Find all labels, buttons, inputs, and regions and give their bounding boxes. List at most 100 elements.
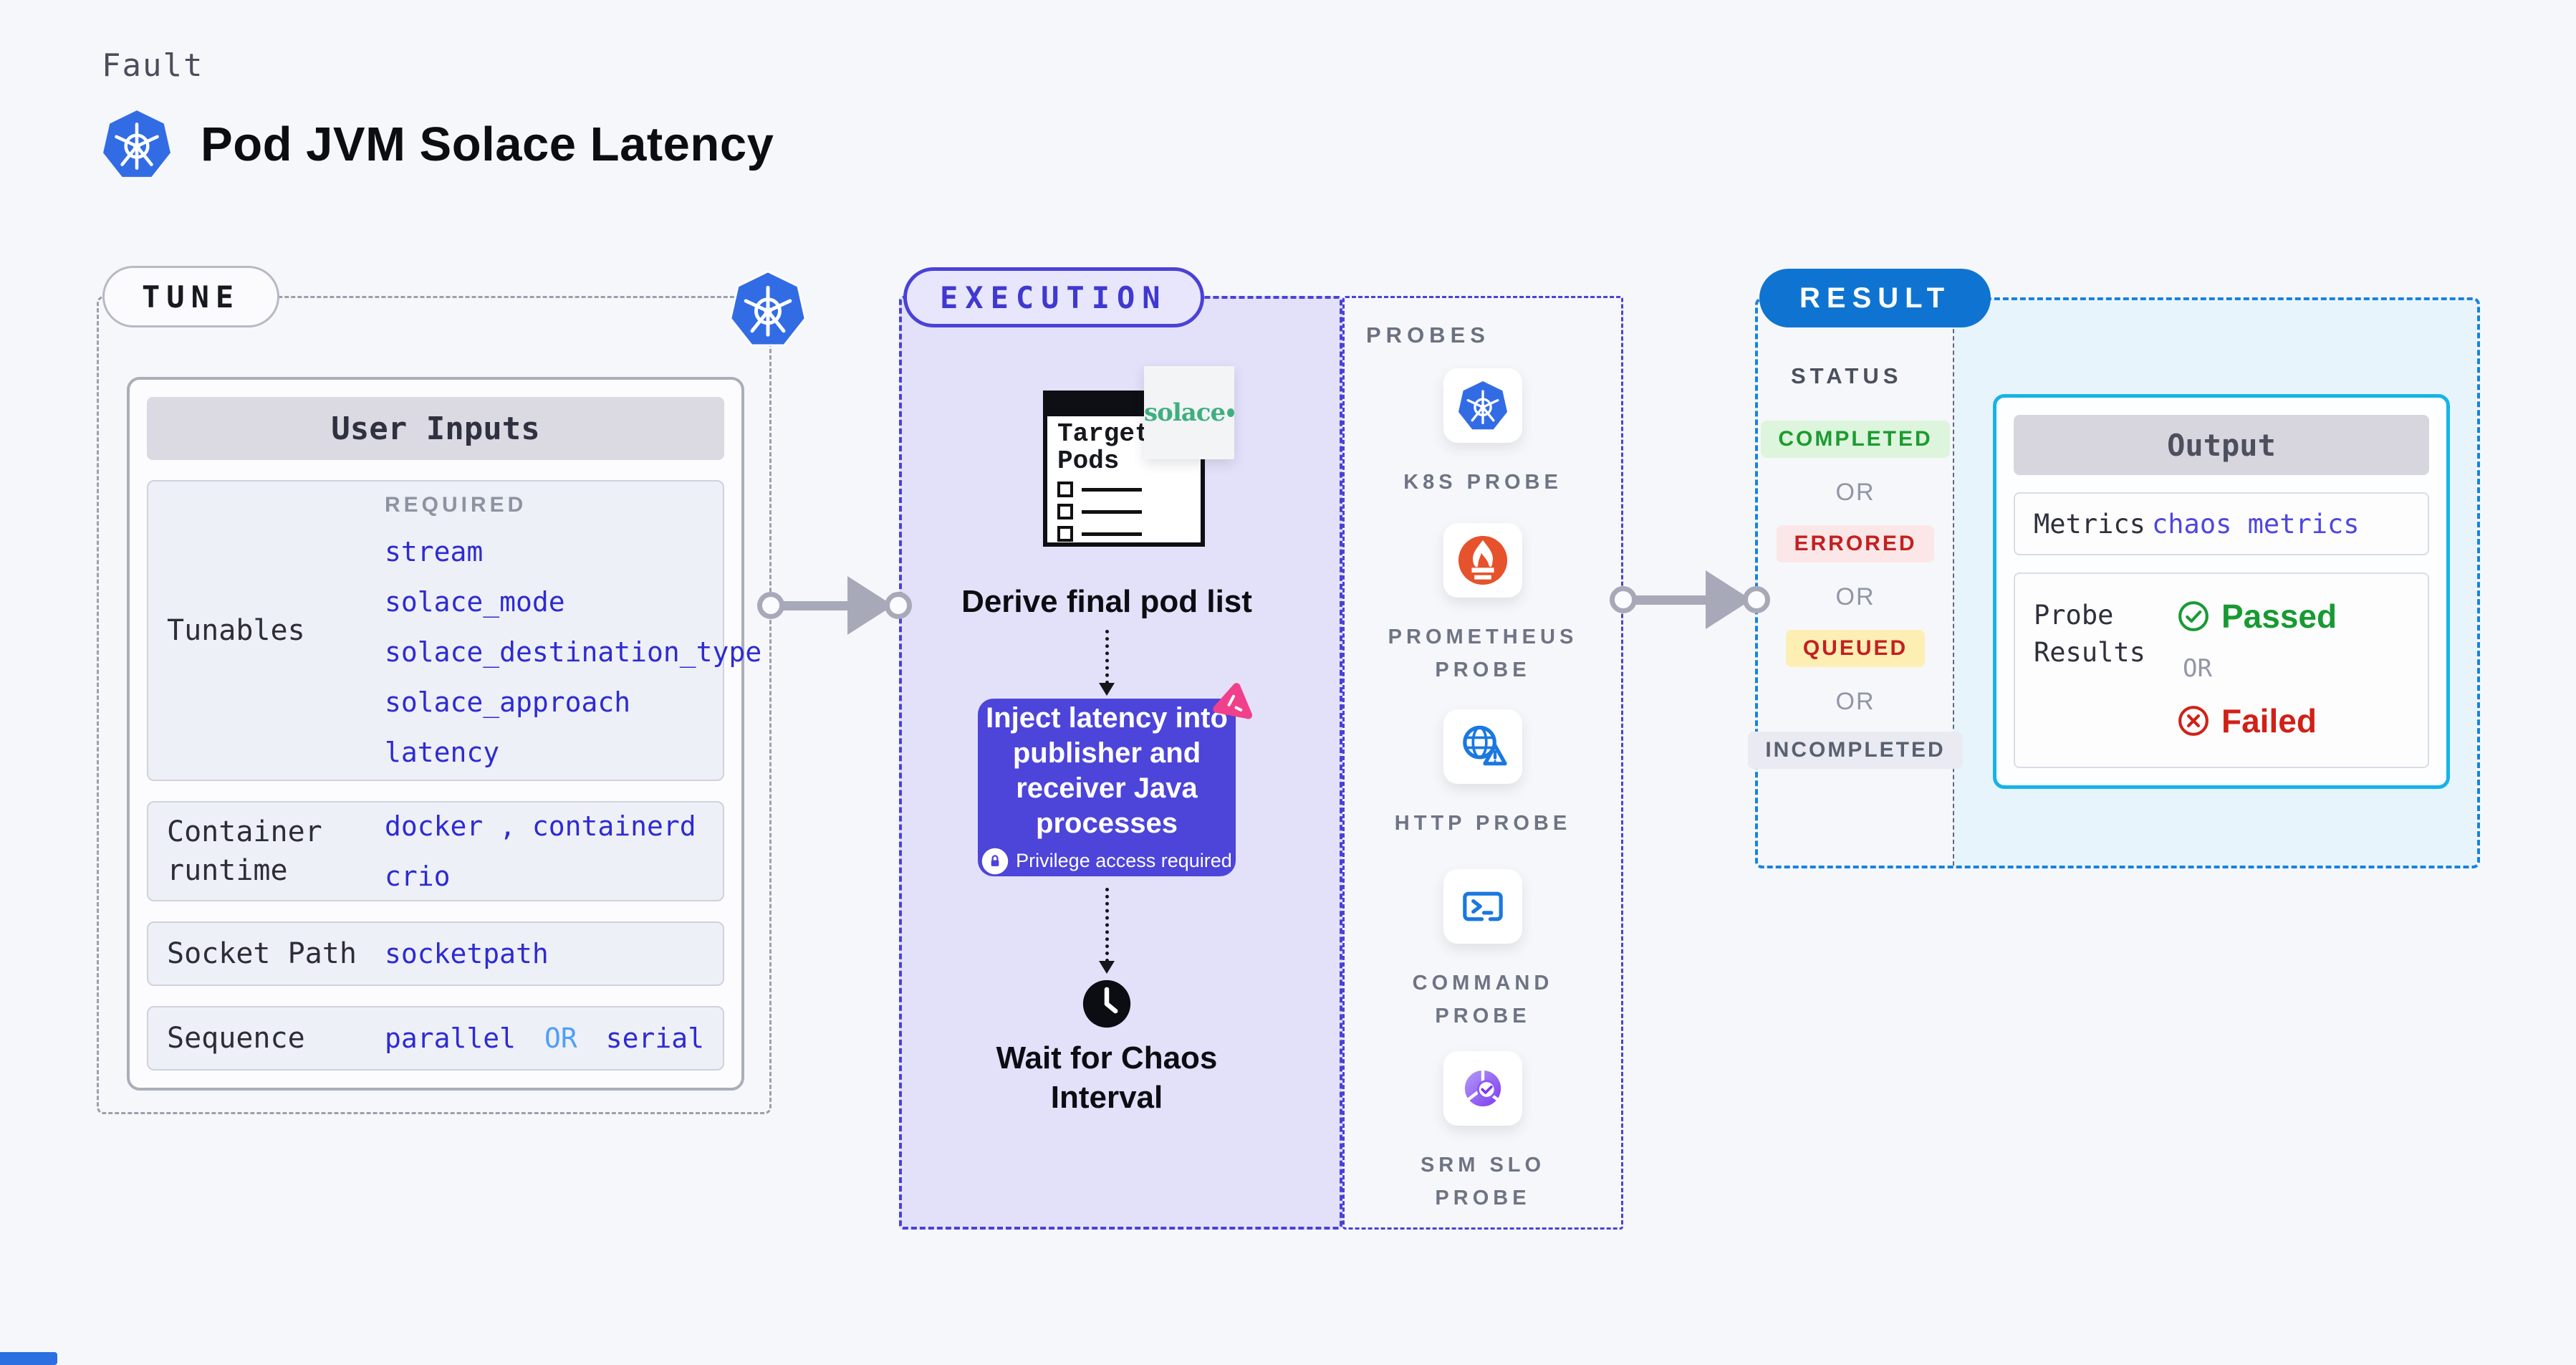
arrow-shaft [1105,888,1109,962]
target-pods-title-line: Pods [1057,446,1120,476]
status-badge-incompleted: INCOMPLETED [1748,732,1963,769]
checkbox-icon [1057,504,1073,520]
list-line [1082,487,1142,492]
status-badge-completed: COMPLETED [1761,421,1950,458]
wait-caption-line: Wait for Chaos [996,1040,1218,1076]
prometheus-icon [1443,523,1522,598]
failed-label: Failed [2221,702,2317,739]
pod-list-item [1057,504,1191,520]
list-line [1082,509,1142,514]
connector-dot [1743,586,1770,613]
inject-text-line: publisher and [1012,737,1201,769]
window-body: Target Pods [1047,416,1201,542]
probe-item-command: COMMAND PROBE [1345,869,1621,1033]
fault-kicker: Fault [102,47,204,84]
dotted-arrow-down [1099,888,1115,974]
checkbox-icon [1057,526,1073,542]
passed-result: Passed [2177,597,2337,636]
tunable-item: solace_destination_type [385,636,762,668]
http-probe-icon [1443,709,1522,784]
required-label: REQUIRED [385,493,527,517]
arrow-head [1099,683,1115,696]
derive-pod-list-caption: Derive final pod list [961,584,1252,619]
solace-logo-text: solace [1144,398,1226,427]
connector-dot [757,592,784,619]
tunables-row: Tunables REQUIRED stream solace_mode sol… [147,480,761,781]
kubernetes-icon [729,268,807,350]
or-label: OR [1835,687,1875,715]
sequence-value: parallel OR serial [385,1022,704,1054]
arrow-shaft [1105,630,1109,684]
execution-badge: EXECUTION [903,267,1204,327]
arrow-head [1099,961,1115,974]
tune-section: TUNE User Inputs Tunables REQUIRED stre [97,266,807,1114]
status-badge-errored: ERRORED [1777,525,1934,562]
flow-arrow-tune-to-execution [757,576,912,635]
srm-slo-probe-icon [1443,1051,1522,1126]
probe-label: PROMETHEUS PROBE [1388,626,1578,682]
socket-path-value: socketpath [385,938,549,969]
clock-icon [1081,978,1133,1030]
arrow-shaft [1634,595,1708,605]
wait-for-chaos-caption: Wait for Chaos Interval [921,1038,1293,1117]
solace-dot-icon [1227,408,1234,417]
metrics-row: Metrics chaos metrics [2014,492,2429,555]
tunables-values: REQUIRED stream solace_mode solace_desti… [385,493,761,768]
sequence-label: Sequence [167,1022,305,1055]
output-title: Output [2014,415,2429,475]
or-label: OR [1835,478,1875,506]
passed-label: Passed [2221,598,2337,635]
container-runtime-row: Container runtime docker , containerd cr… [147,801,724,901]
metrics-label: Metrics [2034,508,2145,540]
probe-item-prometheus: PROMETHEUS PROBE [1345,523,1621,687]
list-line [1082,532,1142,536]
privilege-note: Privilege access required [981,848,1232,875]
wait-caption-line: Interval [1050,1080,1163,1115]
flow-arrow-probes-to-result [1610,570,1770,629]
probe-label: HTTP PROBE [1394,812,1572,835]
execution-flow: Target Pods solace Derive final pod list [921,299,1293,1227]
inject-text-line: Inject latency into [986,701,1228,734]
sequence-or: OR [544,1022,577,1054]
check-circle-icon [2178,601,2209,631]
tunable-item: solace_approach [385,686,631,718]
sequence-option: parallel [385,1022,516,1054]
probe-results-values: Passed OR Failed [2177,597,2337,740]
probe-label: K8S PROBE [1403,471,1562,494]
probe-item-http: HTTP PROBE [1345,709,1621,840]
user-inputs-card: User Inputs Tunables REQUIRED stream sol… [127,377,761,1091]
failed-result: Failed [2177,701,2337,740]
or-label: OR [2183,654,2212,683]
tune-badge: TUNE [102,266,280,327]
dotted-arrow-down [1099,630,1115,696]
x-circle-icon [2178,706,2209,736]
socket-path-row: Socket Path socketpath [147,921,724,986]
container-runtime-values: docker , containerd crio [385,810,696,892]
bottom-left-accent-bar [0,1352,57,1365]
kubernetes-icon [100,106,173,182]
probe-label: COMMAND PROBE [1412,972,1554,1028]
command-probe-icon [1443,869,1522,944]
target-pods-title-line: Target [1057,419,1150,449]
sequence-row: Sequence parallel OR serial [147,1006,724,1071]
tunable-item: latency [385,737,500,768]
status-column: STATUS COMPLETED OR ERRORED OR QUEUED OR… [1748,300,1963,769]
result-badge: RESULT [1759,269,1991,327]
checkbox-icon [1057,482,1073,498]
page-title: Pod JVM Solace Latency [201,117,774,171]
status-heading: STATUS [1791,363,1903,388]
pod-list-item [1057,482,1191,498]
privilege-note-text: Privilege access required [1016,850,1232,871]
probe-item-srm-slo: SRM SLO PROBE [1345,1051,1621,1215]
chaos-icon [1210,679,1257,726]
connector-dot [1610,586,1637,613]
container-runtime-value: crio [385,861,451,892]
lock-icon [981,848,1009,875]
pod-list-item [1057,526,1191,542]
tunable-item: stream [385,536,484,567]
result-divider [1953,300,1954,866]
tunable-item: solace_mode [385,586,565,618]
arrow-shaft [782,600,850,610]
target-pods-window: Target Pods [1043,391,1205,547]
sequence-option: serial [605,1022,705,1054]
